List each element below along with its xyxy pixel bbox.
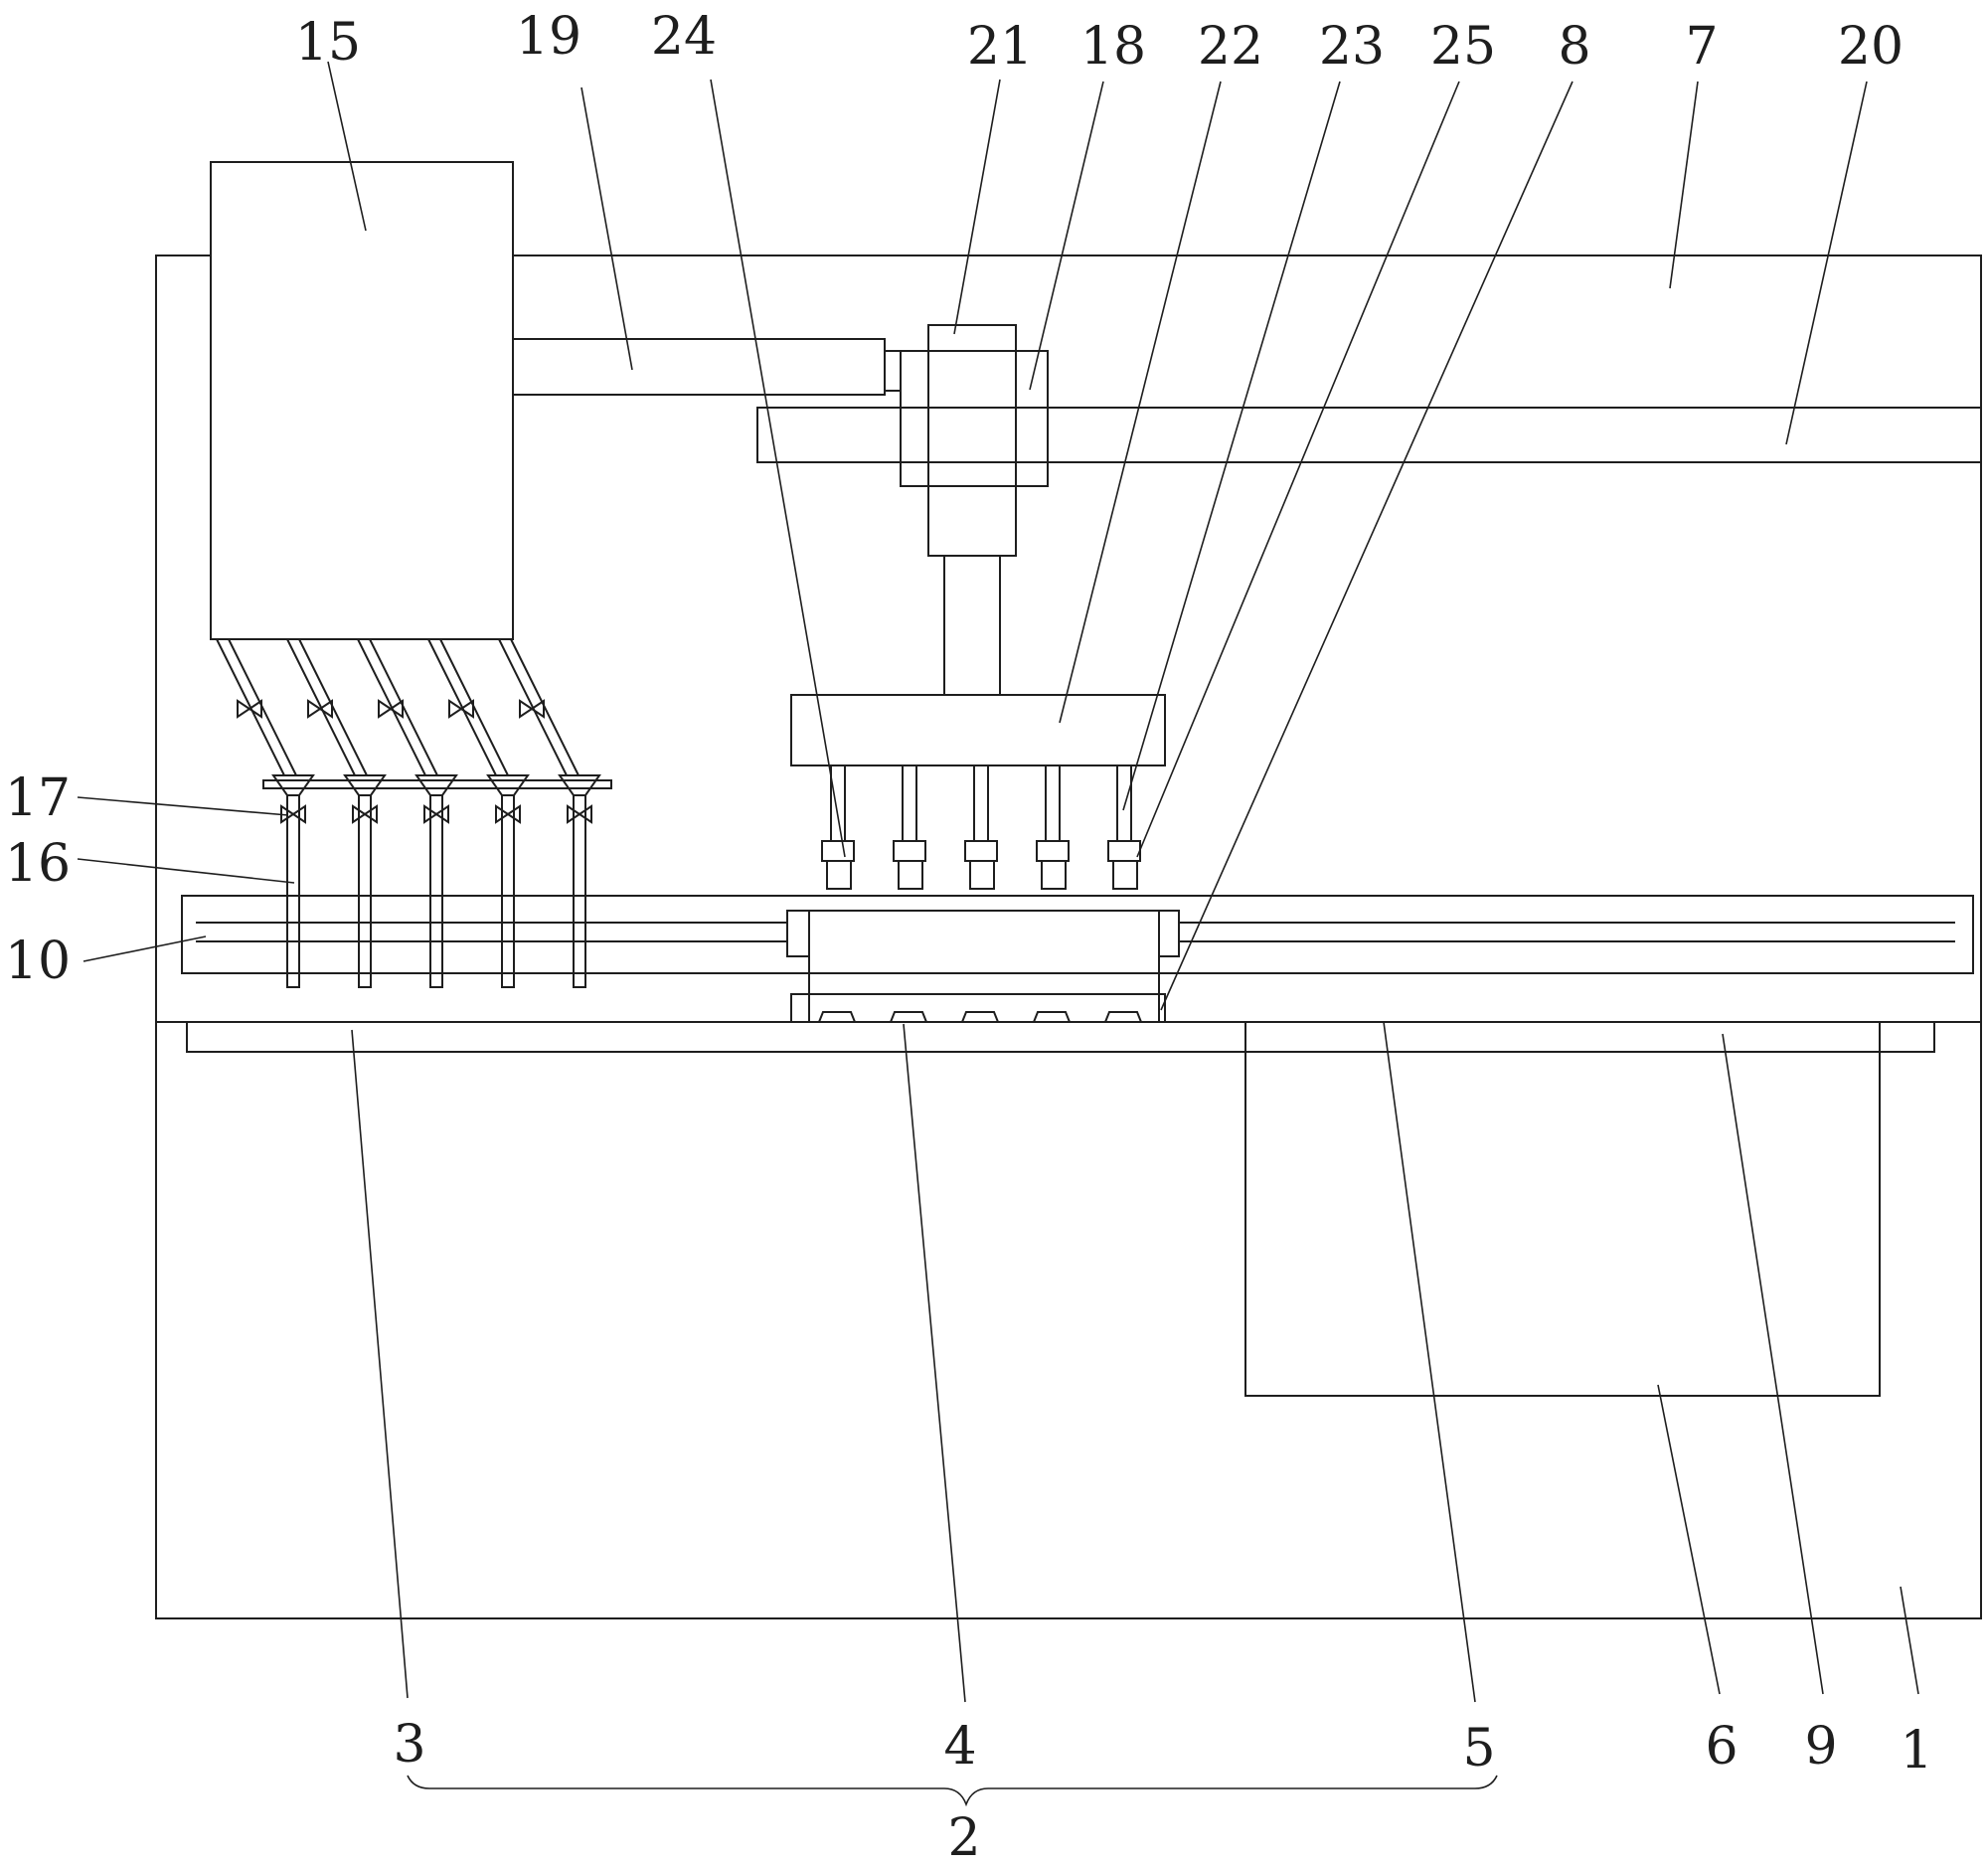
cylinder-coupling [885, 351, 901, 391]
base-frame [156, 1022, 1981, 1618]
carriage-end-right [1159, 911, 1179, 956]
callout-8: 8 [1558, 17, 1590, 77]
callout-10: 10 [5, 932, 71, 991]
callout-3: 3 [393, 1715, 425, 1775]
slider-block [901, 351, 1048, 486]
hopper [211, 162, 513, 639]
suction-assemblies [822, 765, 1140, 889]
callout-24: 24 [651, 7, 717, 67]
cabinet-box [1245, 1022, 1880, 1396]
callout-17: 17 [5, 768, 71, 828]
callout-5: 5 [1462, 1719, 1495, 1779]
molds [819, 1012, 1141, 1022]
callout-9: 9 [1804, 1717, 1837, 1777]
carriage-end-left [787, 911, 809, 956]
callout-16: 16 [5, 834, 71, 894]
lift-cylinder [928, 325, 1016, 556]
conveyor-table [187, 1022, 1934, 1052]
callout-1: 1 [1900, 1721, 1932, 1781]
mounting-plate [791, 695, 1165, 765]
callout-25: 25 [1430, 17, 1496, 77]
lift-rod [944, 556, 1000, 695]
track-slots [196, 923, 1955, 941]
callout-6: 6 [1705, 1717, 1738, 1777]
callout-19: 19 [516, 7, 581, 67]
group-brace [408, 1776, 1497, 1804]
callout-18: 18 [1080, 17, 1146, 77]
callout-23: 23 [1319, 17, 1385, 77]
cylinder [513, 339, 885, 395]
guide-rail [757, 408, 1981, 462]
leader-lines [78, 62, 1918, 1702]
track-beam [182, 896, 1973, 973]
callout-20: 20 [1838, 17, 1904, 77]
callout-7: 7 [1685, 17, 1718, 77]
callouts: 15 19 24 21 18 22 23 25 8 7 20 17 16 10 … [5, 7, 1933, 1867]
callout-22: 22 [1198, 17, 1263, 77]
carriage [809, 911, 1159, 1022]
callout-2: 2 [947, 1808, 980, 1867]
callout-21: 21 [967, 17, 1033, 77]
callout-15: 15 [295, 13, 361, 73]
callout-4: 4 [943, 1717, 976, 1777]
dispense-pipes [217, 639, 611, 987]
carriage-base [791, 994, 1165, 1022]
